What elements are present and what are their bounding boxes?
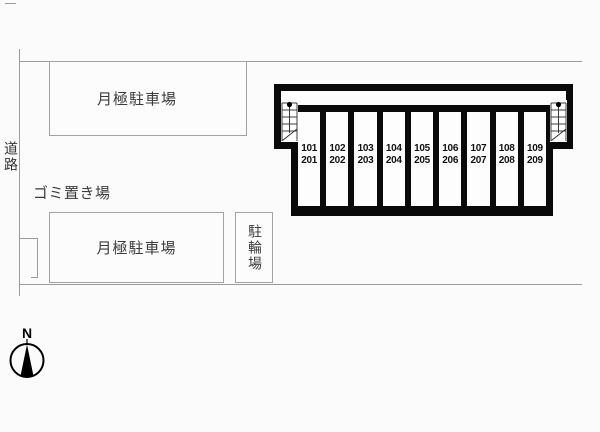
bicycle-parking-label: 駐輪場 xyxy=(246,223,262,272)
unit-206: 206 xyxy=(442,155,459,166)
unit-103: 103 xyxy=(357,143,374,154)
monthly-parking-lower: 月極駐車場 xyxy=(49,212,224,283)
road-label: 道路 xyxy=(2,141,18,173)
boundary-line-bottom xyxy=(19,284,582,285)
notch-line-tick xyxy=(31,277,38,278)
unit-108: 108 xyxy=(498,143,515,154)
unit-204: 204 xyxy=(385,155,402,166)
unit-208: 208 xyxy=(498,155,515,166)
notch-line-top xyxy=(20,238,38,239)
boundary-line-top xyxy=(19,61,582,62)
unit-101: 101 xyxy=(301,143,317,154)
unit-106: 106 xyxy=(442,143,459,154)
unit-209: 209 xyxy=(526,155,543,166)
unit-104: 104 xyxy=(385,143,402,154)
unit-201: 201 xyxy=(301,155,317,166)
unit-205: 205 xyxy=(414,155,430,166)
garbage-area-label: ゴミ置き場 xyxy=(33,184,111,202)
monthly-parking-upper: 月極駐車場 xyxy=(49,61,247,136)
unit-207: 207 xyxy=(470,155,487,166)
unit-102: 102 xyxy=(329,143,346,154)
stairs-icon xyxy=(281,100,298,142)
unit-203: 203 xyxy=(357,155,374,166)
road-boundary-line-vertical xyxy=(19,49,20,296)
monthly-parking-upper-label: 月極駐車場 xyxy=(96,90,177,108)
compass-north-label: N xyxy=(22,325,32,341)
stairs-icon xyxy=(550,100,567,142)
unit-109: 109 xyxy=(526,143,543,154)
unit-202: 202 xyxy=(329,155,346,166)
compass-north-icon: N xyxy=(9,325,45,378)
notch-line-right xyxy=(37,238,38,277)
monthly-parking-lower-label: 月極駐車場 xyxy=(96,239,177,257)
boundary-dash-top-left xyxy=(5,3,16,4)
unit-107: 107 xyxy=(470,143,487,154)
unit-105: 105 xyxy=(414,143,430,154)
bicycle-parking-area: 駐輪場 xyxy=(235,212,273,283)
